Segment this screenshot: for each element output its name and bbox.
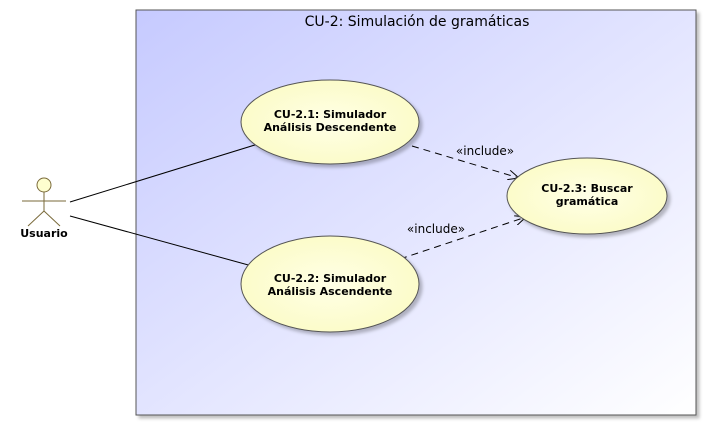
actor-label: Usuario (20, 227, 68, 240)
association-uc2 (69, 215, 253, 267)
include-label-1: «include» (456, 144, 514, 158)
system-title: CU-2: Simulación de gramáticas (305, 14, 530, 30)
use-case-cu-2-3[interactable]: CU-2.3: Buscar gramática (506, 157, 668, 235)
actor-leg-left (27, 210, 45, 227)
use-case-cu-2-2[interactable]: CU-2.2: Simulador Análisis Ascendente (240, 235, 420, 333)
use-case-cu-2-1-line1: CU-2.1: Simulador (274, 108, 387, 121)
include-label-2: «include» (407, 222, 465, 236)
include-uc2-uc3 (399, 217, 526, 260)
actor-leg-right (43, 210, 61, 227)
include-uc1-uc3 (411, 145, 519, 178)
use-case-cu-2-3-line2: gramática (556, 195, 619, 208)
use-case-cu-2-2-line2: Análisis Ascendente (268, 285, 393, 298)
use-case-cu-2-3-line1: CU-2.3: Buscar (541, 182, 633, 195)
actor-head (36, 177, 52, 193)
use-case-cu-2-2-line1: CU-2.2: Simulador (274, 272, 387, 285)
association-uc1 (69, 143, 259, 203)
use-case-cu-2-1[interactable]: CU-2.1: Simulador Análisis Descendente (240, 79, 420, 165)
actor-usuario[interactable] (22, 177, 66, 227)
use-case-cu-2-1-line2: Análisis Descendente (264, 121, 397, 134)
